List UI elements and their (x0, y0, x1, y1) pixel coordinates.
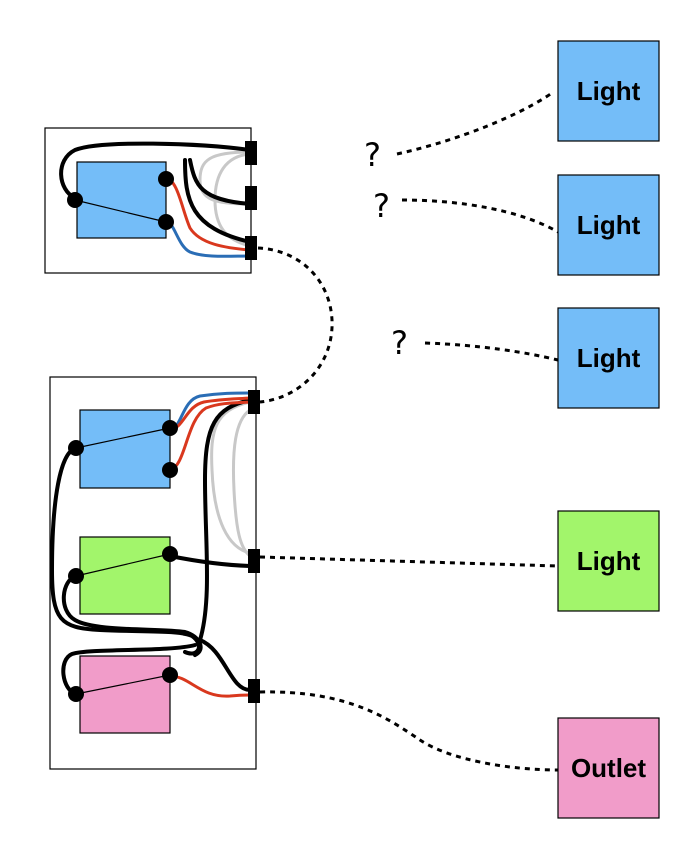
load-light-green: Light (557, 510, 660, 612)
load-label: Light (577, 76, 641, 106)
question-mark-1: ? (364, 136, 381, 174)
upper-switch-terminal-left (67, 192, 83, 208)
upper-junction-box (44, 127, 257, 274)
cable-unknown-1 (396, 91, 553, 156)
cable-to-outlet (259, 690, 559, 772)
upper-blue-wire (164, 218, 252, 258)
question-mark-3: ? (391, 324, 408, 362)
cable-between-boxes (257, 246, 334, 404)
lower-black-wire-to-top (198, 398, 252, 642)
lower-pink-terminal-left (68, 686, 84, 702)
upper-connector-1 (245, 141, 257, 165)
lower-red-wire-pink (168, 674, 252, 698)
load-light-3: Light (557, 307, 660, 409)
lower-green-terminal-left (68, 568, 84, 584)
lower-blue-terminal-top (162, 420, 178, 436)
lower-green-terminal-right (162, 546, 178, 562)
upper-switch-toggle-line (74, 199, 167, 223)
lower-black-loop-pink (61, 643, 197, 696)
lower-connector-2 (248, 549, 260, 573)
upper-black-wire-1 (183, 158, 252, 244)
lower-switch-pink (79, 655, 171, 734)
unknown-marks: ? ? ? (364, 136, 408, 362)
upper-switch-terminal-bottom (158, 214, 174, 230)
load-label: Light (577, 546, 641, 576)
cable-unknown-2 (401, 198, 559, 234)
lower-connector-1 (248, 390, 260, 414)
lower-junction-box (49, 376, 260, 770)
upper-black-loop-wire (59, 141, 252, 200)
upper-black-wire-2 (188, 158, 252, 206)
lower-black-wire-to-bottom (198, 638, 252, 692)
lower-blue-toggle-line (75, 427, 171, 449)
load-box (557, 717, 660, 819)
load-light-2: Light (557, 174, 660, 276)
cable-runs (257, 91, 559, 772)
load-box (557, 40, 660, 142)
upper-switch-blue (76, 161, 167, 239)
lower-connector-3 (248, 679, 260, 703)
cable-to-green-light (259, 555, 559, 568)
upper-switch-terminal-top (158, 171, 174, 187)
load-outlet: Outlet (557, 717, 660, 819)
load-label: Light (577, 210, 641, 240)
lower-switch-blue (79, 409, 171, 489)
cable-unknown-3 (424, 341, 559, 362)
lower-gray-wire-2 (231, 408, 252, 558)
upper-red-wire (164, 176, 252, 252)
lower-blue-terminal-left (68, 440, 84, 456)
lower-pink-toggle-line (75, 674, 171, 695)
question-mark-2: ? (373, 187, 390, 225)
lower-red-wire-2 (168, 400, 252, 472)
loads: Light Light Light Light Outlet (557, 40, 660, 819)
load-box (557, 174, 660, 276)
lower-green-toggle-line (75, 553, 171, 577)
lower-red-wire-1 (168, 396, 252, 432)
lower-gray-wire-1 (210, 400, 252, 555)
load-label: Outlet (571, 753, 646, 783)
load-box (557, 307, 660, 409)
lower-blue-wire (168, 391, 252, 432)
lower-pink-terminal-right (162, 667, 178, 683)
upper-connector-3 (245, 236, 257, 260)
load-box (557, 510, 660, 612)
upper-gray-wire-1 (198, 150, 252, 206)
lower-switch-green (79, 536, 171, 615)
lower-blue-terminal-bottom (162, 462, 178, 478)
upper-connector-2 (245, 186, 257, 210)
load-label: Light (577, 343, 641, 373)
load-light-1: Light (557, 40, 660, 142)
